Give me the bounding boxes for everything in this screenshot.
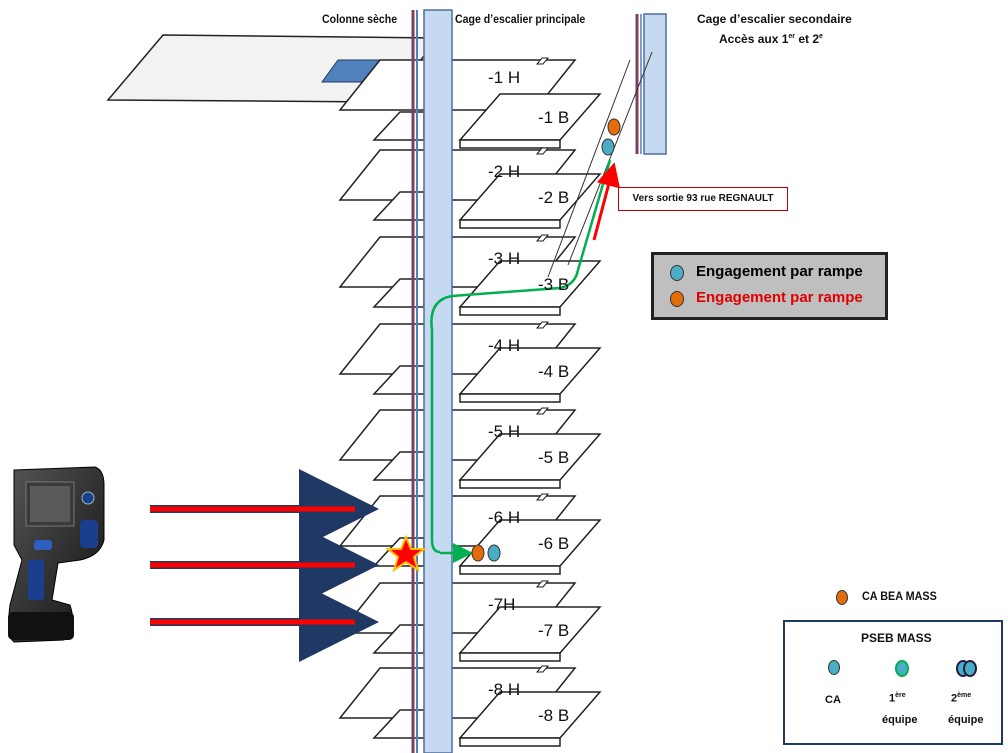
floor-label-b: -4 B — [538, 362, 570, 381]
exit-label: Vers sortie 93 rue REGNAULT — [632, 193, 774, 204]
pseb-team1-sup: ère — [895, 692, 906, 699]
pseb-team2-label: 2ème — [951, 692, 971, 705]
slab-notch-8h — [535, 665, 550, 673]
floor-label-h: -5 H — [488, 422, 521, 441]
main-stair-label: Cage d’escalier principale — [455, 12, 586, 26]
pseb-team1-num: 1 — [889, 692, 896, 705]
floor-label-h: -2 H — [488, 162, 521, 181]
slab-notch-7h — [535, 580, 550, 588]
exit-arrow — [592, 162, 621, 241]
floor-label-h: -3 H — [488, 249, 521, 268]
pseb-team1-word: équipe — [882, 714, 918, 726]
thermal-camera-icon — [8, 466, 105, 643]
slab-8b-edge — [459, 737, 561, 747]
slab-2b-edge — [459, 219, 561, 229]
dry-riser-label: Colonne sèche — [322, 12, 398, 26]
legend-dot-ca — [670, 265, 684, 281]
floor-label-h: -8 H — [488, 680, 521, 699]
floor-label-b: -1 B — [538, 108, 570, 127]
secondary-stair-line1: Cage d’escalier secondaire — [697, 12, 852, 26]
ca-dot-6b — [487, 544, 501, 562]
slab-4b-edge — [459, 393, 561, 403]
secondary-stair-label: Cage d’escalier secondaire Accès aux 1er… — [697, 10, 897, 48]
pseb-team2-word: équipe — [948, 714, 984, 726]
pseb-team2-dot-b — [963, 660, 977, 677]
pseb-team2-sup: ème — [957, 692, 972, 699]
floor-label-h: -4 H — [488, 336, 521, 355]
secondary-stair-line2: Accès aux 1er et 2e — [719, 32, 823, 46]
legend-item-2: Engagement par rampe — [696, 289, 863, 306]
pseb-title: PSEB MASS — [861, 631, 932, 645]
floor-label-b: -8 B — [538, 706, 570, 725]
floor-label-b: -3 B — [538, 275, 570, 294]
secondary-stair-line2-prefix: Accès aux 1 — [719, 32, 789, 46]
pseb-team1-label: 1ère — [889, 692, 906, 705]
pseb-team2-num: 2 — [951, 692, 958, 705]
slab-6b-edge — [459, 565, 561, 575]
slab-5b-edge — [459, 479, 561, 489]
ramp-line-right — [567, 51, 653, 266]
exit-label-box: Vers sortie 93 rue REGNAULT — [618, 187, 788, 211]
engagement-route — [430, 159, 612, 554]
bea-dot-6b — [471, 544, 485, 562]
ramp-line-left — [547, 59, 631, 278]
secondary-stair-sup1: er — [788, 33, 796, 40]
pseb-ca-label: CA — [825, 694, 841, 706]
secondary-stair-column — [643, 13, 667, 155]
floor-label-h: -1 H — [488, 68, 521, 87]
pseb-team1-dot — [895, 660, 909, 677]
slab-notch-4h — [535, 321, 550, 329]
floor-slabs — [338, 57, 602, 747]
pseb-ca-dot — [828, 660, 840, 675]
slab-notch-6h — [535, 493, 550, 501]
ca-bea-label: CA BEA MASS — [862, 589, 937, 603]
slab-notch-3h — [535, 234, 550, 242]
slab-3b-edge — [459, 306, 561, 316]
slab-notch-5h — [535, 407, 550, 415]
legend-dot-bea — [670, 291, 684, 307]
floor-label-b: -2 B — [538, 188, 570, 207]
floor-label-h: -7H — [488, 595, 516, 614]
floor-label-b: -6 B — [538, 534, 570, 553]
secondary-stair-mid: et 2 — [795, 32, 820, 46]
engagement-legend: Engagement par rampe Engagement par ramp… — [651, 252, 888, 320]
slab-7b-edge — [459, 652, 561, 662]
fire-star-icon — [385, 534, 427, 573]
slab-1b-edge — [459, 139, 561, 149]
legend-item-1: Engagement par rampe — [696, 263, 863, 280]
ca-bea-dot — [836, 590, 848, 605]
slab-notch-2h — [535, 147, 550, 155]
ca-dot-secondary — [601, 138, 615, 156]
main-stair-column — [423, 9, 453, 753]
secondary-stair-sup2: e — [819, 33, 823, 40]
floor-label-b: -7 B — [538, 621, 570, 640]
pseb-legend: PSEB MASS CA 1ère équipe 2ème équipe — [783, 620, 1003, 745]
floor-label-b: -5 B — [538, 448, 570, 467]
floor-label-h: -6 H — [488, 508, 521, 527]
slab-notch-1h — [535, 57, 550, 65]
bea-dot-secondary — [607, 118, 621, 136]
